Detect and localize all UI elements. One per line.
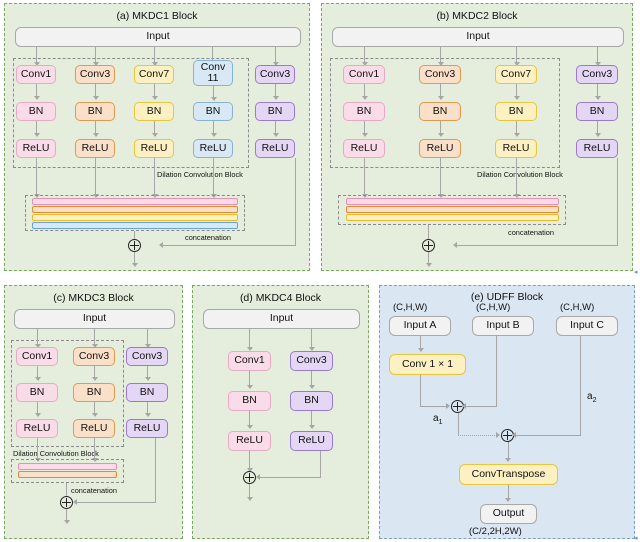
panel-e-input-a: Input A — [389, 316, 451, 336]
panel-b-branch-2-relu: ReLU — [495, 139, 537, 158]
panel-b-branch-0-conv: Conv1 — [343, 65, 385, 84]
panel-c-skip-bn: BN — [126, 383, 168, 402]
panel-c-branch-1-conv: Conv3 — [73, 347, 115, 366]
panel-a-branch-0-relu: ReLU — [16, 139, 56, 158]
panel-b-dilation-label: Dilation Convolution Block — [477, 170, 563, 179]
panel-d-add-node — [243, 471, 256, 484]
panel-c-concat-stripe-0 — [18, 463, 117, 470]
panel-a-dilation-label: Dilation Convolution Block — [157, 170, 243, 179]
panel-d-skip-bn: BN — [290, 391, 333, 411]
panel-a-branch-3-bn: BN — [193, 102, 233, 121]
panel-b-dilation-group — [330, 58, 560, 168]
panel-b-branch-0-bn: BN — [343, 102, 385, 121]
panel-a-title: (a) MKDC1 Block — [116, 10, 198, 22]
panel-c-concat-label: concatenation — [71, 486, 118, 495]
panel-a-branch-1-relu: ReLU — [75, 139, 115, 158]
panel-b-add-node — [422, 239, 435, 252]
panel-e-input-c: Input C — [556, 316, 618, 336]
panel-a-concat-stripe-3 — [32, 222, 238, 229]
panel-c-concat-box — [11, 459, 124, 483]
panel-b-skip-conv: Conv3 — [576, 65, 618, 84]
corner-mark-bottom: ◂ — [634, 535, 638, 542]
panel-b-skip-bn: BN — [576, 102, 618, 121]
panel-mkdc4: (d) MKDC4 Block Input Conv1 BN ReLU Conv… — [192, 285, 369, 539]
panel-a-dilation-group — [13, 58, 249, 168]
panel-e-input-b: Input B — [472, 316, 534, 336]
panel-b-skip-relu: ReLU — [576, 139, 618, 158]
panel-b-concat-stripe-1 — [346, 206, 559, 213]
panel-e-alpha2-label: a2 — [587, 391, 596, 404]
panel-mkdc1: (a) MKDC1 Block Input Dilation Convoluti… — [4, 3, 310, 271]
panel-b-concat-stripe-2 — [346, 214, 559, 221]
panel-a-concat-stripe-0 — [32, 198, 238, 205]
panel-a-branch-3-relu: ReLU — [193, 139, 233, 158]
panel-a-concat-stripe-2 — [32, 214, 238, 221]
panel-a-branch-2-conv: Conv7 — [134, 65, 174, 84]
panel-a-branch-0-conv: Conv1 — [16, 65, 56, 84]
corner-mark-right: ◂ — [634, 269, 638, 276]
panel-c-branch-1-relu: ReLU — [73, 419, 115, 438]
panel-a-branch-0-bn: BN — [16, 102, 56, 121]
panel-c-skip-relu: ReLU — [126, 419, 168, 438]
panel-e-title: (e) UDFF Block — [470, 291, 544, 303]
panel-e-conv1x1: Conv 1 × 1 — [389, 354, 466, 375]
panel-b-title: (b) MKDC2 Block — [436, 10, 518, 22]
panel-mkdc2: (b) MKDC2 Block Input Dilation Convoluti… — [321, 3, 633, 271]
panel-b-concat-label: concatenation — [508, 228, 555, 237]
panel-e-input-a-shape: (C,H,W) — [393, 302, 428, 313]
panel-mkdc3: (c) MKDC3 Block Input Dilation Convoluti… — [4, 285, 183, 539]
panel-e-alpha1-sub: 1 — [438, 419, 443, 426]
panel-e-input-c-shape: (C,H,W) — [560, 302, 595, 313]
panel-a-skip-bn: BN — [255, 102, 295, 121]
panel-e-output-shape: (C/2,2H,2W) — [469, 526, 522, 537]
panel-b-branch-0-relu: ReLU — [343, 139, 385, 158]
panel-d-branch-0-relu: ReLU — [228, 431, 271, 451]
panel-a-branch-3-conv: Conv 11 — [193, 60, 233, 86]
panel-e-output: Output — [480, 504, 537, 524]
panel-a-concat-stripe-1 — [32, 206, 238, 213]
panel-b-concat-box — [338, 195, 566, 225]
panel-e-alpha1-label: a1 — [433, 413, 442, 426]
panel-c-input: Input — [14, 309, 175, 329]
panel-e-input-b-shape: (C,H,W) — [476, 302, 511, 313]
panel-b-branch-1-bn: BN — [419, 102, 461, 121]
panel-e-alpha2-text: a — [587, 391, 593, 402]
panel-c-add-node — [60, 496, 73, 509]
panel-b-branch-2-conv: Conv7 — [495, 65, 537, 84]
panel-a-branch-1-bn: BN — [75, 102, 115, 121]
panel-b-branch-1-relu: ReLU — [419, 139, 461, 158]
panel-a-skip-relu: ReLU — [255, 139, 295, 158]
panel-a-branch-1-conv: Conv3 — [75, 65, 115, 84]
panel-a-input: Input — [15, 27, 301, 47]
panel-a-concat-box — [25, 195, 245, 231]
panel-c-dilation-label: Dilation Convolution Block — [13, 449, 99, 458]
panel-a-branch-2-bn: BN — [134, 102, 174, 121]
panel-c-title: (c) MKDC3 Block — [53, 292, 134, 304]
panel-d-title: (d) MKDC4 Block — [239, 292, 322, 304]
panel-c-branch-0-bn: BN — [16, 383, 58, 402]
panel-c-branch-0-relu: ReLU — [16, 419, 58, 438]
panel-b-concat-stripe-0 — [346, 198, 559, 205]
panel-e-alpha2-sub: 2 — [592, 397, 597, 404]
panel-b-branch-2-bn: BN — [495, 102, 537, 121]
panel-d-branch-0-bn: BN — [228, 391, 271, 411]
panel-udff: (e) UDFF Block (C,H,W) (C,H,W) (C,H,W) I… — [379, 285, 635, 539]
panel-a-skip-conv: Conv3 — [255, 65, 295, 84]
panel-e-convtranspose: ConvTranspose — [459, 464, 558, 485]
panel-c-dilation-group — [11, 340, 124, 447]
panel-a-branch-2-relu: ReLU — [134, 139, 174, 158]
panel-c-skip-conv: Conv3 — [126, 347, 168, 366]
panel-b-branch-1-conv: Conv3 — [419, 65, 461, 84]
panel-e-alpha1-text: a — [433, 413, 439, 424]
panel-d-branch-0-conv: Conv1 — [228, 351, 271, 371]
panel-a-concat-label: concatenation — [185, 233, 232, 242]
panel-a-add-node — [128, 239, 141, 252]
panel-d-input: Input — [203, 309, 360, 329]
panel-d-skip-conv: Conv3 — [290, 351, 333, 371]
panel-c-concat-stripe-1 — [18, 471, 117, 478]
panel-c-branch-0-conv: Conv1 — [16, 347, 58, 366]
panel-d-skip-relu: ReLU — [290, 431, 333, 451]
panel-c-branch-1-bn: BN — [73, 383, 115, 402]
panel-b-input: Input — [332, 27, 624, 47]
